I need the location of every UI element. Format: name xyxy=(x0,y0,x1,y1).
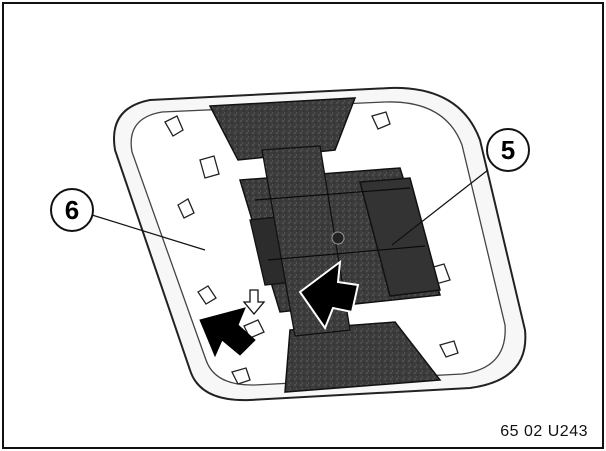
callout-6: 6 xyxy=(50,188,94,232)
figure-reference-code: 65 02 U243 xyxy=(500,423,588,440)
callout-5-label: 5 xyxy=(501,135,515,165)
leader-line-5 xyxy=(391,169,489,246)
leader-line-6 xyxy=(91,214,206,251)
arrow-left-icon xyxy=(199,307,256,358)
callout-5: 5 xyxy=(486,128,530,172)
callout-6-label: 6 xyxy=(65,195,79,225)
arrow-right-icon xyxy=(298,259,360,331)
small-arrow-icon xyxy=(242,289,266,316)
control-module xyxy=(208,97,442,393)
